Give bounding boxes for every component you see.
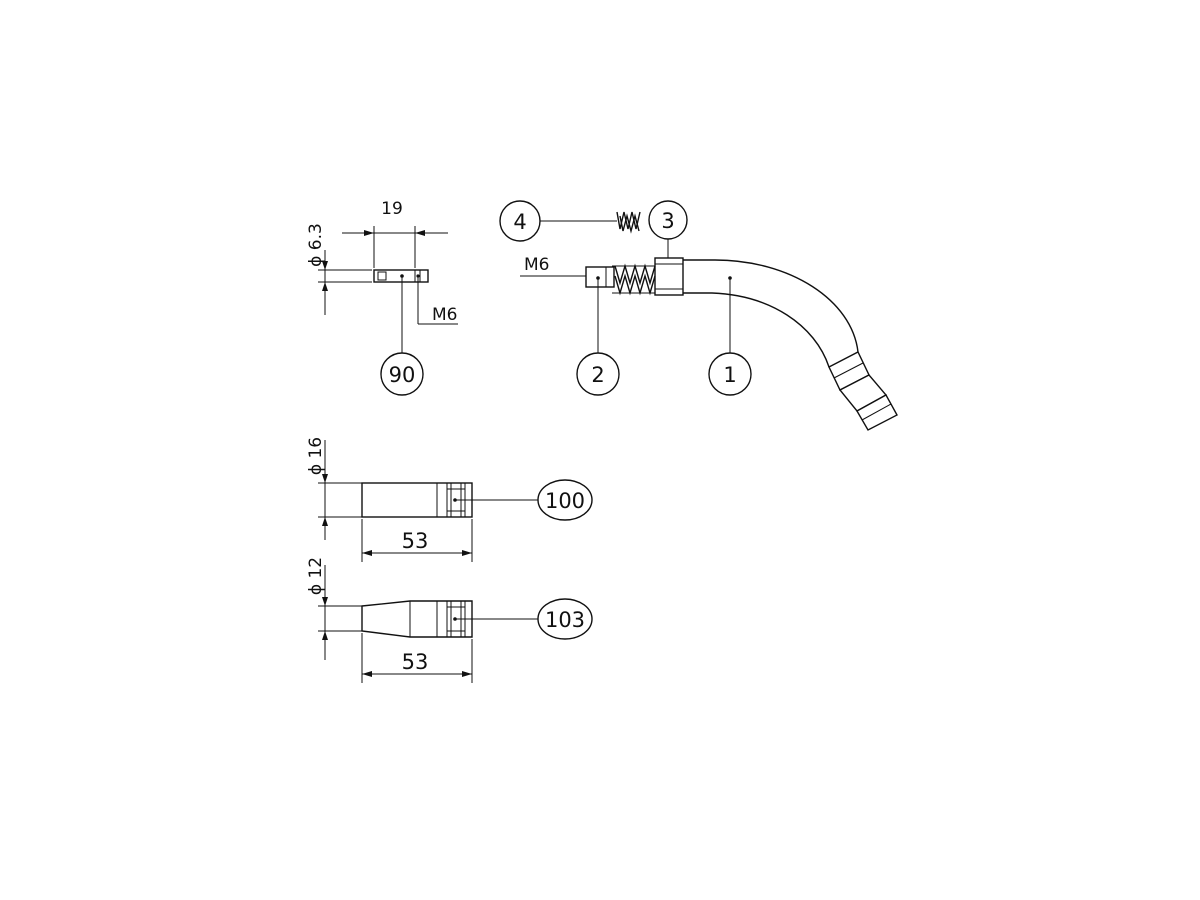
nozzle-103-view: ϕ 12 53 103 [306, 557, 593, 683]
swan-neck [683, 259, 859, 353]
balloon-1: 1 [723, 363, 736, 387]
neck-thread-label: M6 [524, 255, 549, 275]
balloon-103: 103 [545, 608, 585, 632]
balloon-3: 3 [661, 209, 674, 233]
tip-thread-label: M6 [432, 305, 457, 325]
balloon-2: 2 [591, 363, 604, 387]
tip-adapter [585, 266, 615, 288]
nozzle-100-view: ϕ 16 53 100 [306, 437, 593, 562]
nozzle-103-length-label: 53 [402, 650, 429, 674]
contact-tip-view: ϕ 6.3 19 M6 90 [306, 199, 458, 396]
nozzle-103-diameter-label: ϕ 12 [306, 557, 326, 595]
spring-coil [612, 263, 656, 296]
balloon-90: 90 [389, 363, 416, 387]
tip-diameter-label: ϕ 6.3 [306, 223, 326, 267]
balloon-100: 100 [545, 489, 585, 513]
loose-spring [616, 211, 641, 234]
tip-length-label: 19 [381, 199, 403, 219]
balloon-4: 4 [513, 210, 526, 234]
nozzle-100-length-label: 53 [402, 529, 429, 553]
swan-neck-assembly: M6 2 1 3 4 [499, 200, 898, 431]
nozzle-100-diameter-label: ϕ 16 [306, 437, 326, 475]
